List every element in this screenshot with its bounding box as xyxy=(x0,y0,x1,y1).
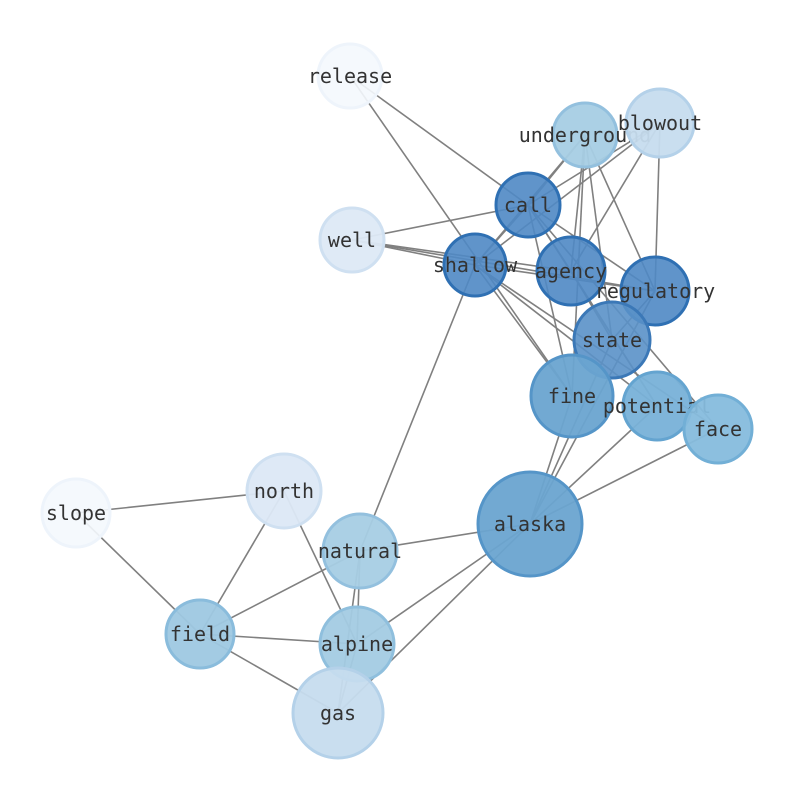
node-label-north: north xyxy=(254,479,314,503)
node-regulatory: regulatory xyxy=(595,255,715,327)
node-label-face: face xyxy=(694,417,742,441)
node-circle-blowout xyxy=(624,87,696,159)
node-label-fine: fine xyxy=(548,384,596,408)
node-circle-fine xyxy=(529,353,615,439)
node-natural: natural xyxy=(318,512,402,590)
node-circle-north xyxy=(245,452,323,530)
node-label-alaska: alaska xyxy=(494,512,566,536)
node-label-call: call xyxy=(504,193,552,217)
node-label-gas: gas xyxy=(320,701,356,725)
node-circle-release xyxy=(316,42,384,110)
node-alpine: alpine xyxy=(318,605,396,683)
node-field: field xyxy=(164,598,236,670)
node-circle-slope xyxy=(40,477,112,549)
node-label-shallow: shallow xyxy=(433,253,518,277)
node-circle-gas xyxy=(291,666,385,760)
node-circle-alaska xyxy=(476,470,584,578)
edge-shallow-natural xyxy=(359,264,476,552)
edge-shallow-potential xyxy=(474,264,658,407)
node-label-agency: agency xyxy=(535,259,607,283)
node-circle-agency xyxy=(535,235,607,307)
node-alaska: alaska xyxy=(476,470,584,578)
node-agency: agency xyxy=(535,235,607,307)
node-call: call xyxy=(494,171,562,239)
node-label-field: field xyxy=(170,622,230,646)
node-circle-regulatory xyxy=(619,255,691,327)
node-release: release xyxy=(308,42,392,110)
node-circle-well xyxy=(318,206,386,274)
edge-release-call xyxy=(349,75,529,206)
node-circle-face xyxy=(682,393,754,465)
node-label-well: well xyxy=(328,228,376,252)
node-layer: releaseundergroundblowoutcallwellshallow… xyxy=(40,42,754,760)
node-face: face xyxy=(682,393,754,465)
node-circle-field xyxy=(164,598,236,670)
node-label-blowout: blowout xyxy=(618,111,702,135)
node-label-regulatory: regulatory xyxy=(595,279,715,303)
node-fine: fine xyxy=(529,353,615,439)
node-north: north xyxy=(245,452,323,530)
node-state: state xyxy=(572,300,652,380)
node-slope: slope xyxy=(40,477,112,549)
node-circle-shallow xyxy=(442,232,508,298)
node-shallow: shallow xyxy=(433,232,518,298)
node-label-natural: natural xyxy=(318,539,402,563)
node-circle-state xyxy=(572,300,652,380)
node-label-alpine: alpine xyxy=(321,632,393,656)
node-circle-natural xyxy=(321,512,399,590)
node-blowout: blowout xyxy=(618,87,702,159)
node-label-state: state xyxy=(582,328,642,352)
node-label-slope: slope xyxy=(46,501,106,525)
edge-blowout-shallow xyxy=(474,122,661,266)
node-well: well xyxy=(318,206,386,274)
node-gas: gas xyxy=(291,666,385,760)
node-circle-underground xyxy=(551,101,619,169)
node-circle-call xyxy=(494,171,562,239)
node-label-release: release xyxy=(308,64,392,88)
node-potential: potential xyxy=(603,370,711,442)
